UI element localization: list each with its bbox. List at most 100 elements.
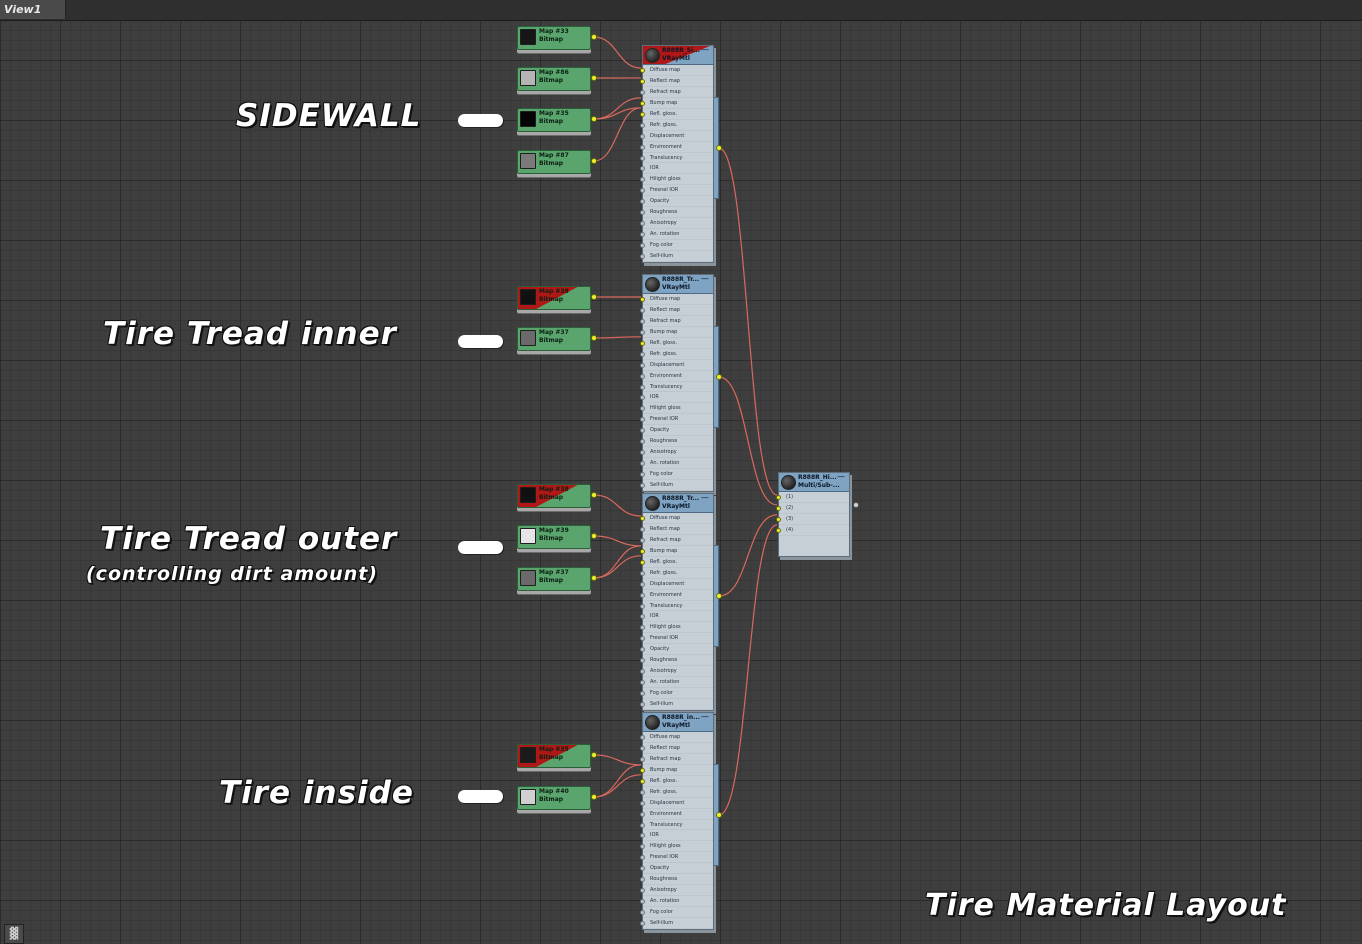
material-slot[interactable]: Anisotropy <box>640 447 713 459</box>
multisub-header[interactable]: R888R_Hi...Multi/Sub-...— <box>779 472 849 492</box>
slot-input-socket[interactable] <box>640 855 645 861</box>
slot-input-socket[interactable] <box>640 767 645 773</box>
material-slot[interactable]: Self-illum <box>640 480 713 491</box>
slot-input-socket[interactable] <box>640 68 645 73</box>
material-slot[interactable]: Self-illum <box>640 699 713 710</box>
material-slot[interactable]: Refract map <box>640 87 713 98</box>
material-slot[interactable]: Refl. gloss. <box>640 557 713 568</box>
material-slot[interactable]: Hilight gloss <box>640 622 713 634</box>
slot-input-socket[interactable] <box>640 428 645 434</box>
material-slot[interactable]: Diffuse map <box>640 294 713 305</box>
material-slot[interactable]: Translucency <box>640 382 713 393</box>
material-slot[interactable]: Displacement <box>640 360 713 371</box>
material-slot[interactable]: Diffuse map <box>640 513 713 524</box>
material-slot[interactable]: Refract map <box>640 316 713 327</box>
material-slot[interactable]: Diffuse map <box>640 65 713 76</box>
slot-input-socket[interactable] <box>640 461 645 467</box>
bitmap-output-socket[interactable] <box>591 116 597 122</box>
material-slot[interactable]: Self-illum <box>640 251 713 262</box>
bitmap-output-socket[interactable] <box>591 533 597 539</box>
material-slot[interactable]: Opacity <box>640 425 713 437</box>
minimize-icon[interactable]: — <box>701 274 709 283</box>
slot-input-socket[interactable] <box>776 516 781 522</box>
material-slot[interactable]: Anisotropy <box>640 218 713 230</box>
bitmap-output-socket[interactable] <box>591 335 597 341</box>
material-slot[interactable]: Bump map <box>640 765 713 776</box>
slot-input-socket[interactable] <box>640 745 645 751</box>
slot-input-socket[interactable] <box>640 395 645 401</box>
material-slot[interactable]: Roughness <box>640 207 713 219</box>
material-slot[interactable]: Environment <box>640 809 713 820</box>
material-slot[interactable]: Environment <box>640 590 713 601</box>
slot-input-socket[interactable] <box>640 899 645 905</box>
slot-input-socket[interactable] <box>640 133 645 139</box>
material-slot[interactable]: IOR <box>640 611 713 623</box>
slot-input-socket[interactable] <box>640 516 645 521</box>
minimize-icon[interactable]: — <box>837 472 845 481</box>
slot-input-socket[interactable] <box>640 384 645 390</box>
material-slot[interactable]: Roughness <box>640 655 713 667</box>
slot-input-socket[interactable] <box>640 844 645 850</box>
multisub-slot[interactable]: (2) <box>776 503 849 514</box>
slot-input-socket[interactable] <box>640 362 645 368</box>
material-slot[interactable]: Opacity <box>640 644 713 656</box>
slot-input-socket[interactable] <box>640 910 645 915</box>
material-slot[interactable]: Hilight gloss <box>640 174 713 186</box>
minimize-icon[interactable]: — <box>701 493 709 502</box>
slot-input-socket[interactable] <box>640 789 645 795</box>
material-slot[interactable]: Refl. gloss. <box>640 776 713 787</box>
minimize-icon[interactable]: — <box>701 45 709 54</box>
material-output-socket[interactable] <box>716 812 722 818</box>
material-output-socket[interactable] <box>716 374 722 380</box>
material-slot[interactable]: Environment <box>640 371 713 382</box>
multisub-slot[interactable]: (1) <box>776 492 849 503</box>
slot-input-socket[interactable] <box>640 647 645 653</box>
material-slot[interactable]: Refr. gloss. <box>640 568 713 579</box>
slot-input-socket[interactable] <box>640 636 645 642</box>
slot-input-socket[interactable] <box>640 373 645 379</box>
bitmap-output-socket[interactable] <box>591 75 597 81</box>
material-slot[interactable]: Fresnel IOR <box>640 185 713 197</box>
material-slot[interactable]: Fog color <box>640 907 713 918</box>
material-slot[interactable]: Translucency <box>640 820 713 831</box>
slot-input-socket[interactable] <box>640 297 645 302</box>
slot-input-socket[interactable] <box>640 625 645 631</box>
bitmap-output-socket[interactable] <box>591 158 597 164</box>
material-slot[interactable]: Translucency <box>640 601 713 612</box>
material-slot[interactable]: Bump map <box>640 98 713 109</box>
slot-input-socket[interactable] <box>640 570 645 576</box>
material-slot[interactable]: Self-illum <box>640 918 713 929</box>
slot-input-socket[interactable] <box>640 89 645 95</box>
material-slot[interactable]: Fog color <box>640 469 713 480</box>
slot-input-socket[interactable] <box>640 351 645 357</box>
slot-input-socket[interactable] <box>776 495 781 500</box>
bitmap-output-socket[interactable] <box>591 294 597 300</box>
material-slot[interactable]: Displacement <box>640 131 713 142</box>
material-slot[interactable]: Fog color <box>640 688 713 699</box>
material-slot[interactable]: Refl. gloss. <box>640 109 713 120</box>
slot-input-socket[interactable] <box>640 482 645 488</box>
slot-input-socket[interactable] <box>640 581 645 587</box>
slot-input-socket[interactable] <box>640 866 645 872</box>
slot-input-socket[interactable] <box>640 603 645 609</box>
material-slot[interactable]: Fresnel IOR <box>640 633 713 645</box>
material-slot[interactable]: Displacement <box>640 579 713 590</box>
navigation-icon[interactable]: ▓ <box>4 924 24 944</box>
material-slot[interactable]: An. rotation <box>640 896 713 907</box>
material-slot[interactable]: Roughness <box>640 874 713 886</box>
material-slot[interactable]: Fresnel IOR <box>640 852 713 864</box>
material-slot[interactable]: Hilight gloss <box>640 841 713 853</box>
slot-input-socket[interactable] <box>640 232 645 238</box>
material-header[interactable]: R888R_Si...VRayMtl— <box>643 45 713 65</box>
slot-input-socket[interactable] <box>640 920 645 926</box>
slot-input-socket[interactable] <box>640 100 645 106</box>
slot-input-socket[interactable] <box>640 658 645 664</box>
